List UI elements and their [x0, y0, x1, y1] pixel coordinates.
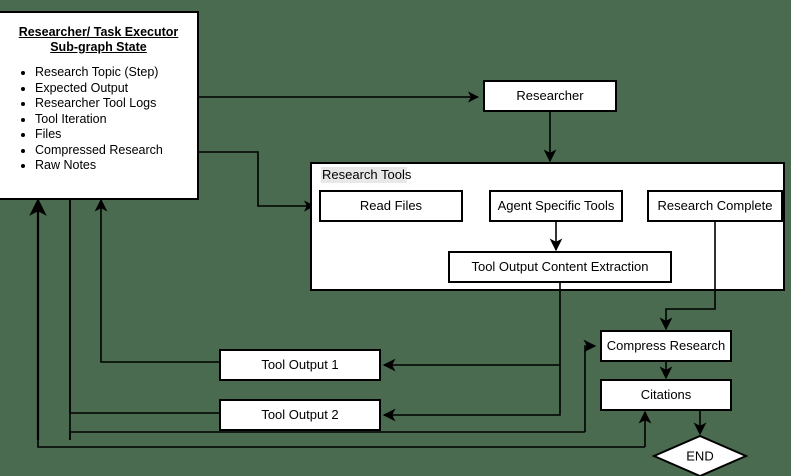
state-panel-title-line2: Sub-graph State	[50, 40, 147, 54]
edge-tool-output-to-compress	[583, 339, 597, 432]
state-panel: Researcher/ Task Executor Sub-graph Stat…	[0, 11, 199, 200]
list-item: Expected Output	[35, 81, 187, 97]
list-item: Compressed Research	[35, 143, 187, 159]
node-citations-label: Citations	[641, 387, 692, 402]
node-research-complete-label: Research Complete	[658, 198, 773, 213]
node-compress-research-label: Compress Research	[607, 338, 726, 353]
node-compress-research[interactable]	[600, 330, 732, 362]
node-tool-output-2[interactable]	[219, 399, 381, 431]
edge-tool-output-1-to-state	[94, 198, 220, 363]
node-citations[interactable]	[600, 379, 732, 411]
edge-research-complete-to-compress	[659, 221, 716, 331]
node-research-complete[interactable]	[647, 190, 783, 222]
state-panel-title-line1: Researcher/ Task Executor	[18, 25, 179, 39]
node-agent-specific-tools[interactable]	[489, 190, 623, 222]
research-tools-group-label-bg	[321, 167, 407, 183]
node-tool-output-1-label: Tool Output 1	[261, 357, 338, 372]
node-end-label: END	[686, 448, 713, 463]
node-tool-output-content-extraction-label: Tool Output Content Extraction	[471, 259, 648, 274]
list-item: Files	[35, 127, 187, 143]
node-read-files-label: Read Files	[360, 198, 423, 213]
node-researcher-label: Researcher	[516, 88, 584, 103]
node-end[interactable]	[651, 434, 749, 476]
state-panel-list: Research Topic (Step) Expected Output Re…	[10, 65, 187, 174]
node-agent-specific-tools-label: Agent Specific Tools	[498, 198, 615, 213]
list-item: Research Topic (Step)	[35, 65, 187, 81]
edge-extraction-to-tool-output-2	[382, 365, 561, 422]
edge-bottom-return-outer	[37, 440, 645, 448]
research-tools-group-label: Research Tools	[322, 167, 412, 182]
edge-tool-output-2-left	[69, 200, 220, 414]
list-item: Researcher Tool Logs	[35, 96, 187, 112]
state-panel-title: Researcher/ Task Executor Sub-graph Stat…	[10, 25, 187, 55]
edge-state-to-read-files	[199, 151, 316, 212]
edge-bottom-return-mid	[69, 431, 585, 440]
node-tool-output-2-label: Tool Output 2	[261, 407, 338, 422]
list-item: Raw Notes	[35, 158, 187, 174]
list-item: Tool Iteration	[35, 112, 187, 128]
edge-extraction-to-tool-output-1	[382, 282, 561, 372]
node-tool-output-1[interactable]	[219, 349, 381, 381]
node-researcher[interactable]	[483, 80, 617, 112]
node-tool-output-content-extraction[interactable]	[448, 251, 672, 283]
node-read-files[interactable]	[319, 190, 463, 222]
